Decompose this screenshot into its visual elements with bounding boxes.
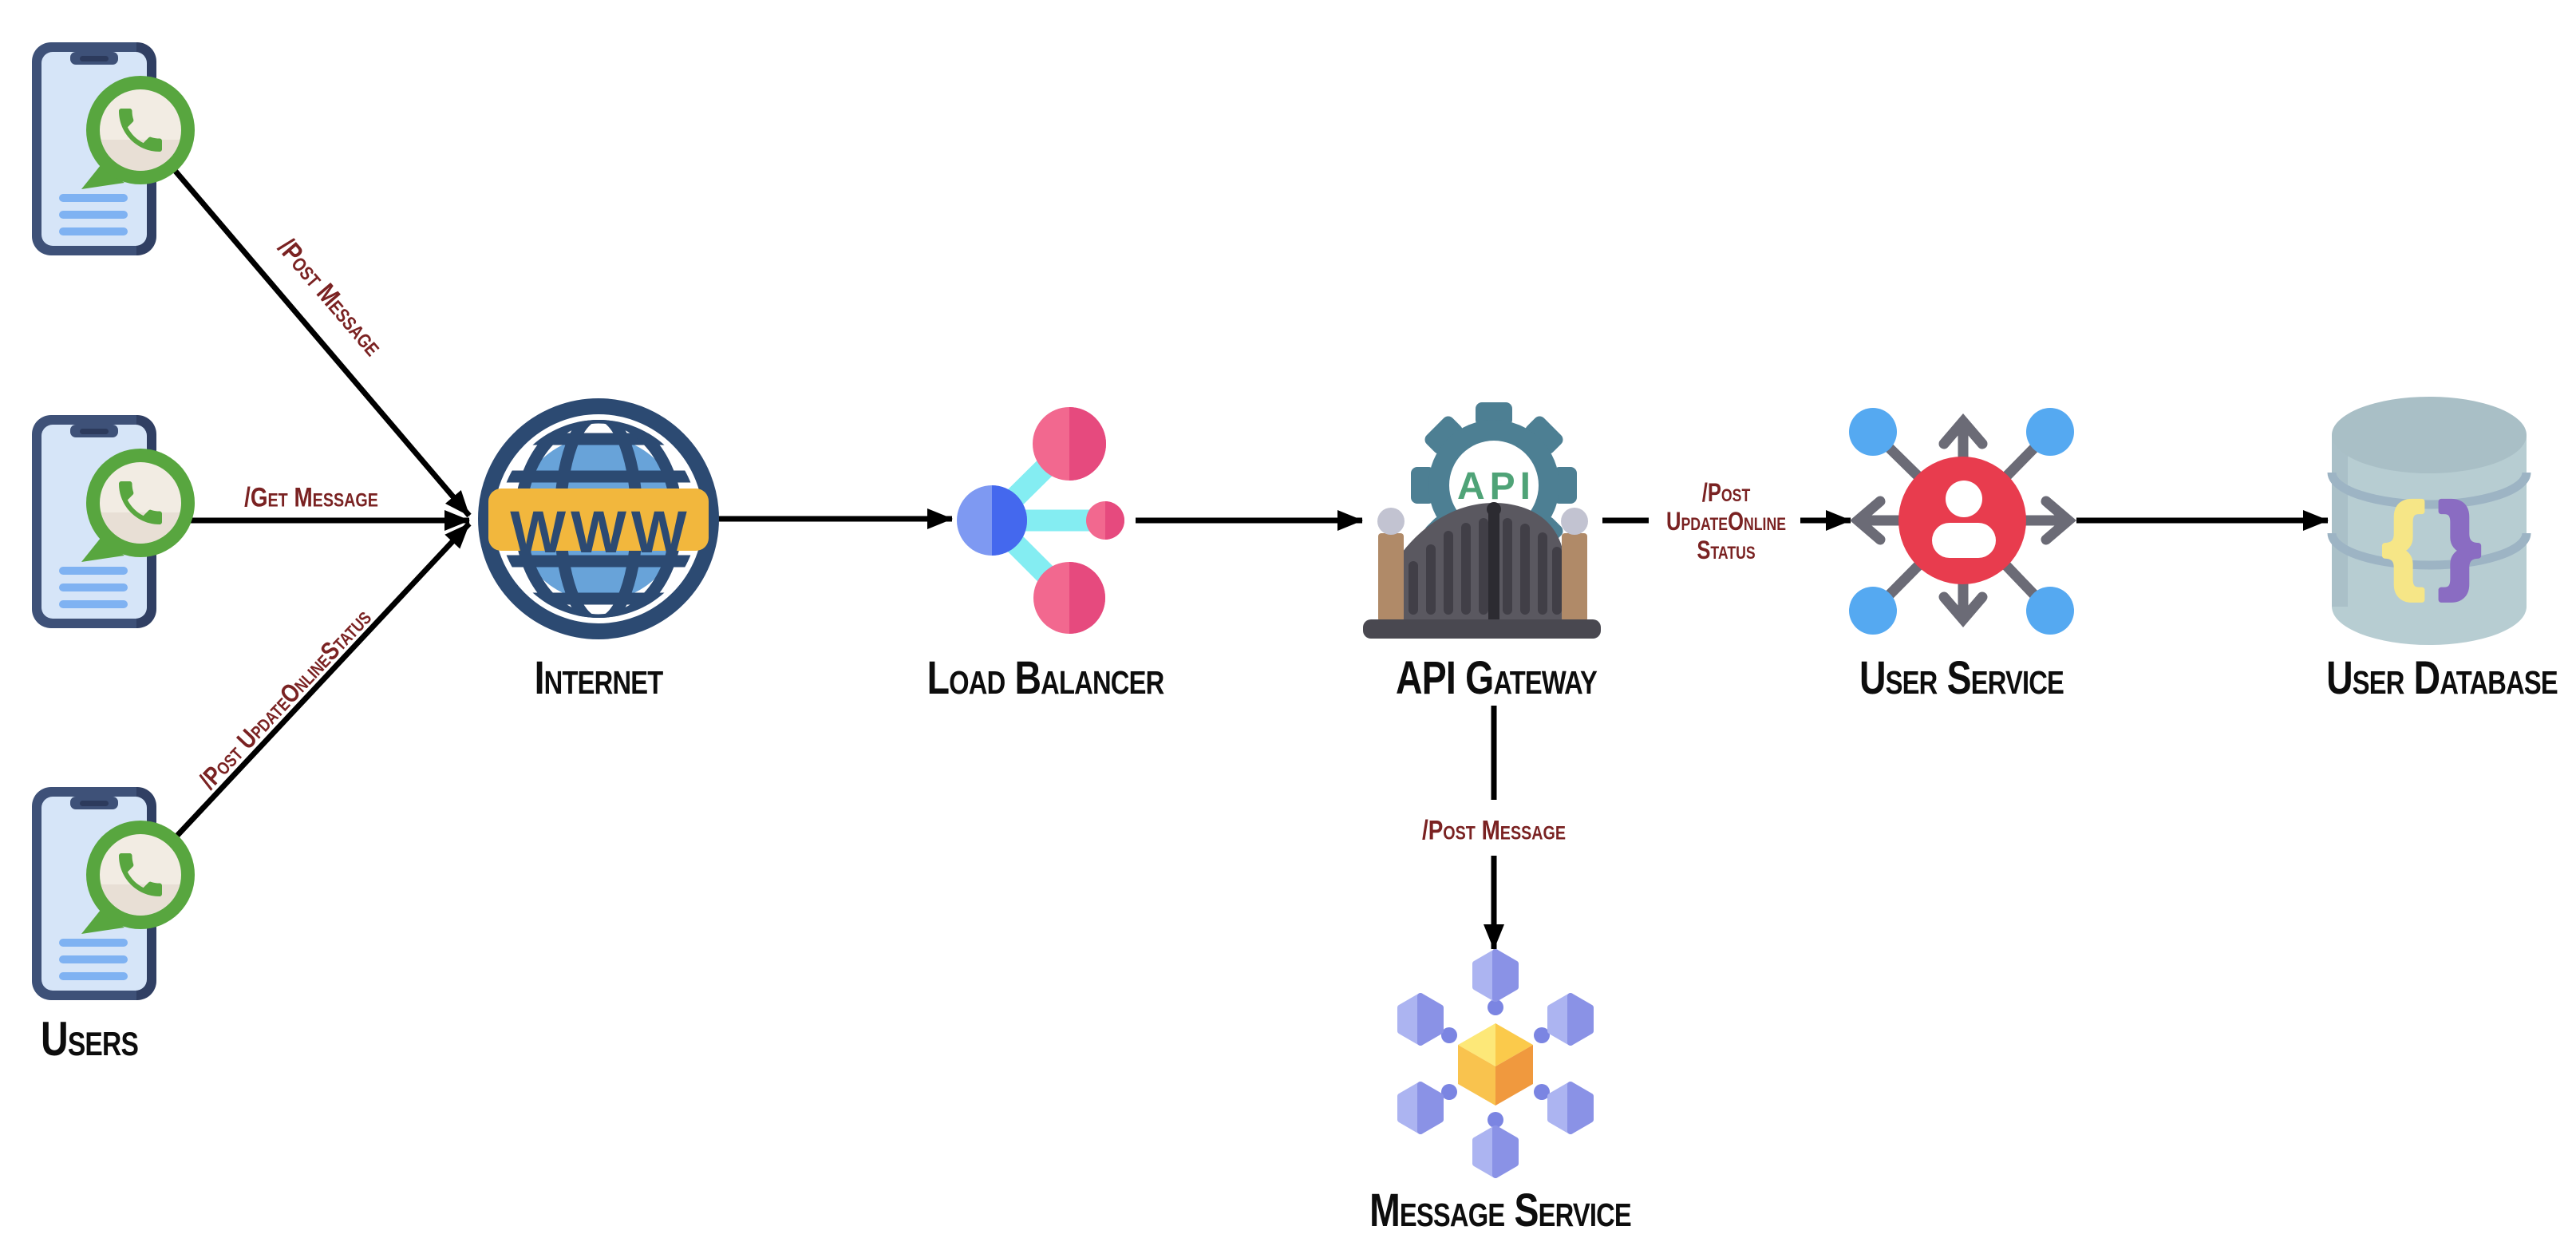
load-balancer-icon <box>957 407 1124 634</box>
hexagon-cluster <box>1397 949 1594 1178</box>
edge-label-line1: /Post <box>1702 479 1751 507</box>
hub-node-dot <box>2026 587 2074 635</box>
hub-node-dot <box>2026 408 2074 456</box>
edge-label-post-updateonlinestatus: /Post UpdateOnlineStatus <box>195 603 377 795</box>
edge-label-post-message: /Post Message <box>272 232 389 362</box>
message-service-icon <box>1397 949 1594 1178</box>
user-service-label: User Service <box>1859 652 2064 704</box>
node-internet: WWW Internet <box>478 398 719 704</box>
api-gateway-label: API Gateway <box>1396 652 1598 704</box>
phone-whatsapp-icon <box>32 42 195 255</box>
cube-icon <box>1458 1023 1533 1106</box>
node-users: Users <box>32 42 195 1066</box>
edge-label-post-updateonline-status-block: /Post UpdateOnline Status <box>1666 479 1786 564</box>
hub-node-dot <box>1849 587 1897 635</box>
users-label: Users <box>41 1012 138 1066</box>
hub-node-dot <box>1849 408 1897 456</box>
brace-right-glyph: } <box>2439 483 2479 600</box>
node-message-service: Message Service <box>1369 949 1632 1236</box>
message-service-label: Message Service <box>1369 1185 1631 1236</box>
database-icon: { } <box>2327 397 2531 645</box>
node-load-balancer: Load Balancer <box>927 407 1164 704</box>
edge-post-message <box>138 128 472 518</box>
edge-post-updateonlinestatus <box>138 521 472 877</box>
edge-label-line3: Status <box>1697 536 1755 564</box>
api-gateway-icon: API <box>1363 402 1601 639</box>
load-balancer-label: Load Balancer <box>927 652 1164 704</box>
phone-whatsapp-icon <box>32 415 195 628</box>
edge-label-post-message-down: /Post Message <box>1422 815 1566 845</box>
internet-label: Internet <box>535 652 664 704</box>
phone-whatsapp-icon <box>32 787 195 1000</box>
www-badge-text: WWW <box>510 499 692 565</box>
node-api-gateway: API <box>1363 402 1601 704</box>
edge-label-line2: UpdateOnline <box>1666 508 1786 536</box>
edge-label-get-message: /Get Message <box>244 482 378 512</box>
person-icon <box>1932 481 1996 558</box>
node-user-service: User Service <box>1849 408 2076 704</box>
globe-www-icon: WWW <box>478 398 719 639</box>
gate-icon <box>1363 502 1601 639</box>
api-badge-text: API <box>1457 465 1535 508</box>
edges <box>138 128 2329 950</box>
user-service-icon <box>1849 408 2076 635</box>
node-user-database: { } User Database <box>2326 397 2558 704</box>
user-database-label: User Database <box>2326 652 2558 704</box>
brace-left-glyph: { <box>2383 483 2424 600</box>
